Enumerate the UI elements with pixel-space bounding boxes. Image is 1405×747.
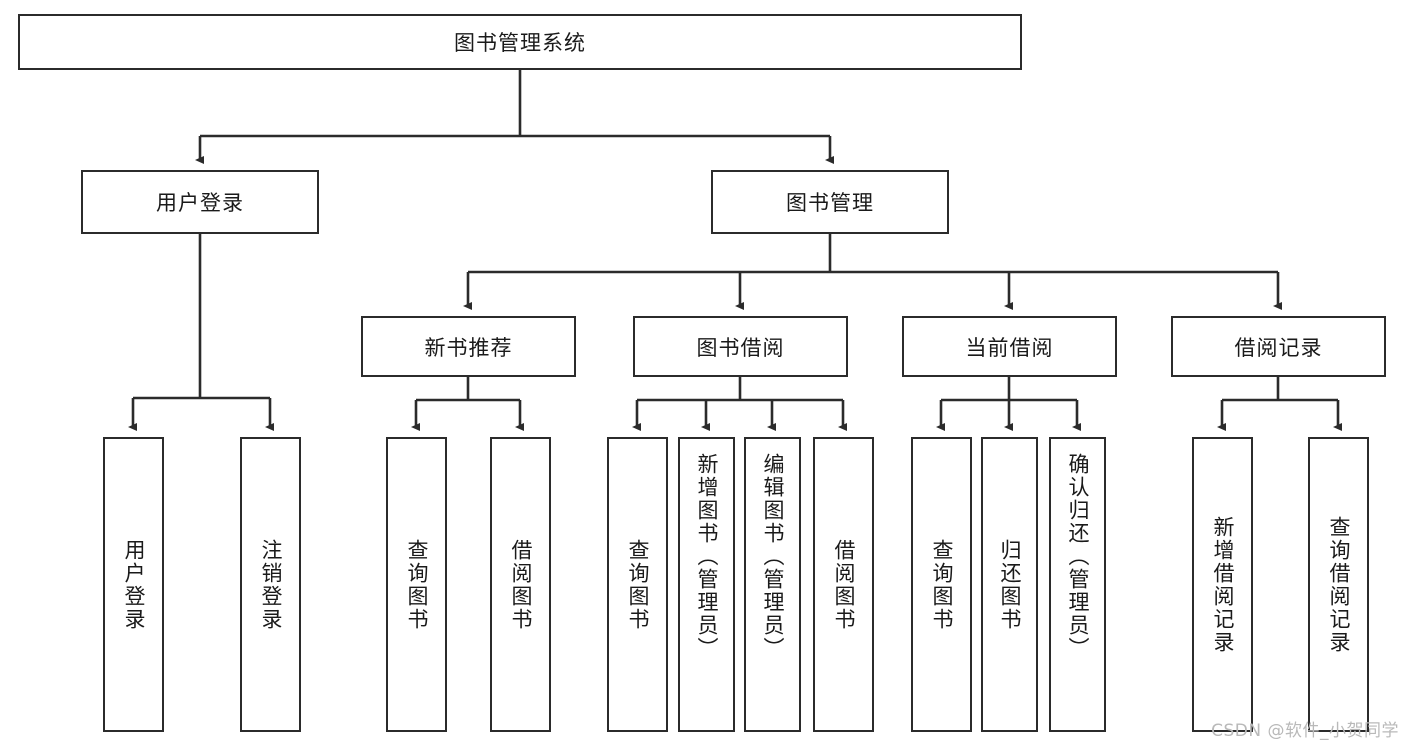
node-book-management[interactable]: 图书管理 [711,170,949,234]
node-label: 用户登录 [156,191,244,215]
csdn-watermark: CSDN @软件_小贺同学 [1211,721,1399,741]
node-label: 注销登录 [258,538,283,631]
node-label: 借阅图书 [508,538,533,631]
node-label: 新增借阅记录 [1210,515,1235,654]
node-label: 查询图书 [625,538,650,631]
node-leaf-user-login[interactable]: 用户登录 [103,437,164,732]
node-label: 借阅图书 [831,538,856,631]
node-label: 用户登录 [121,538,146,631]
node-label: 查询借阅记录 [1326,515,1351,654]
node-user-login[interactable]: 用户登录 [81,170,319,234]
node-label: 新增图书（管理员） [694,453,719,660]
node-root-system[interactable]: 图书管理系统 [18,14,1022,70]
node-label: 查询图书 [404,538,429,631]
node-borrow-record[interactable]: 借阅记录 [1171,316,1386,377]
node-current-borrow[interactable]: 当前借阅 [902,316,1117,377]
node-leaf-edit-book[interactable]: 编辑图书（管理员） [744,437,801,732]
node-label: 当前借阅 [965,335,1054,360]
node-leaf-logout-login[interactable]: 注销登录 [240,437,301,732]
node-leaf-query-book-1[interactable]: 查询图书 [386,437,447,732]
node-label: 借阅记录 [1234,335,1323,360]
node-book-borrow[interactable]: 图书借阅 [633,316,848,377]
node-leaf-borrow-book-1[interactable]: 借阅图书 [490,437,551,732]
node-new-book-recommend[interactable]: 新书推荐 [361,316,576,377]
node-label: 编辑图书（管理员） [760,453,785,660]
node-label: 图书借阅 [696,335,785,360]
node-label: 图书管理 [786,191,874,215]
node-leaf-query-record[interactable]: 查询借阅记录 [1308,437,1369,732]
node-leaf-query-book-2[interactable]: 查询图书 [607,437,668,732]
node-label: 查询图书 [929,538,954,631]
node-leaf-borrow-book-2[interactable]: 借阅图书 [813,437,874,732]
node-label: 确认归还（管理员） [1065,453,1090,660]
node-label: 新书推荐 [424,335,513,360]
node-leaf-confirm-return[interactable]: 确认归还（管理员） [1049,437,1106,732]
node-leaf-add-record[interactable]: 新增借阅记录 [1192,437,1253,732]
node-leaf-query-book-3[interactable]: 查询图书 [911,437,972,732]
node-leaf-add-book[interactable]: 新增图书（管理员） [678,437,735,732]
node-label: 图书管理系统 [454,31,586,55]
node-label: 归还图书 [997,538,1022,631]
node-leaf-return-book[interactable]: 归还图书 [981,437,1038,732]
